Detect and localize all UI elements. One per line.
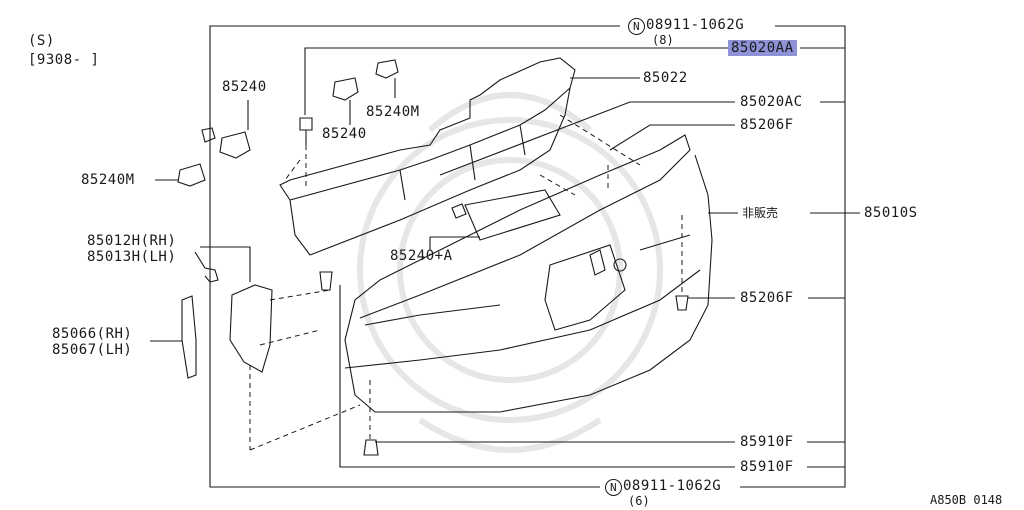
callout-85020AA-label: 85020AA (728, 40, 797, 56)
callout-n-bottom-part: 08911-1062G (623, 478, 722, 494)
callout-85240M-b[interactable]: 85240M (81, 172, 135, 188)
plate-recess (544, 244, 626, 331)
bumper-fascia-85010S (344, 134, 713, 413)
clip-85240-a (332, 77, 359, 101)
callout-85020AA[interactable]: 85020AA (728, 40, 797, 56)
callout-85022[interactable]: 85022 (643, 70, 688, 86)
leader-85020AC (439, 101, 735, 176)
callout-85066[interactable]: 85066(RH) (52, 326, 133, 342)
side-strip-85066 (181, 295, 197, 379)
leader-frame-left (209, 25, 620, 488)
clip-85240M-b (177, 163, 206, 187)
clip-85240M-a (375, 59, 399, 79)
bolt-top (299, 117, 313, 145)
model-code: (S) (28, 33, 55, 49)
callout-85067[interactable]: 85067(LH) (52, 342, 133, 358)
watermark-emblem (357, 92, 663, 453)
n-circle-icon: N (628, 18, 645, 35)
screw-85240A (451, 203, 467, 219)
clip-85910F-b (319, 271, 333, 291)
screw-85206F-mid (675, 295, 689, 311)
callout-85020AC[interactable]: 85020AC (740, 94, 803, 110)
leader-frame-right (740, 25, 846, 488)
bracket-85240A (464, 189, 561, 241)
callout-85240-b[interactable]: 85240 (322, 126, 367, 142)
callout-85240A[interactable]: 85240+A (390, 248, 453, 264)
clip-85240-b (219, 131, 251, 159)
nut-top-left (201, 127, 216, 143)
callout-85240-a[interactable]: 85240 (222, 79, 267, 95)
leader-85020AA (304, 47, 728, 115)
callout-85013H[interactable]: 85013H(LH) (87, 249, 177, 265)
side-bracket-85012H (229, 284, 273, 373)
callout-85910F-b[interactable]: 85910F (740, 459, 794, 475)
callout-85910F-a[interactable]: 85910F (740, 434, 794, 450)
not-for-sale-label: 非販売 (742, 206, 779, 220)
callout-n-top-qty: (8) (652, 33, 674, 47)
callout-85010S[interactable]: 85010S (864, 205, 918, 221)
clip-85910F-a (363, 439, 379, 456)
callout-85206F-mid[interactable]: 85206F (740, 290, 794, 306)
reinforcement-85022 (279, 57, 576, 201)
callout-85012H[interactable]: 85012H(RH) (87, 233, 177, 249)
diagram-id: A850B 0148 (930, 493, 1003, 507)
n-circle-icon: N (605, 479, 622, 496)
callout-85206F-top[interactable]: 85206F (740, 117, 794, 133)
leader-85206F-top (609, 124, 735, 151)
callout-n-bottom-qty: (6) (628, 494, 650, 508)
callout-85240M-a[interactable]: 85240M (366, 104, 420, 120)
date-range: [9308- ] (28, 52, 100, 68)
callout-n-top-part: 08911-1062G (646, 17, 745, 33)
